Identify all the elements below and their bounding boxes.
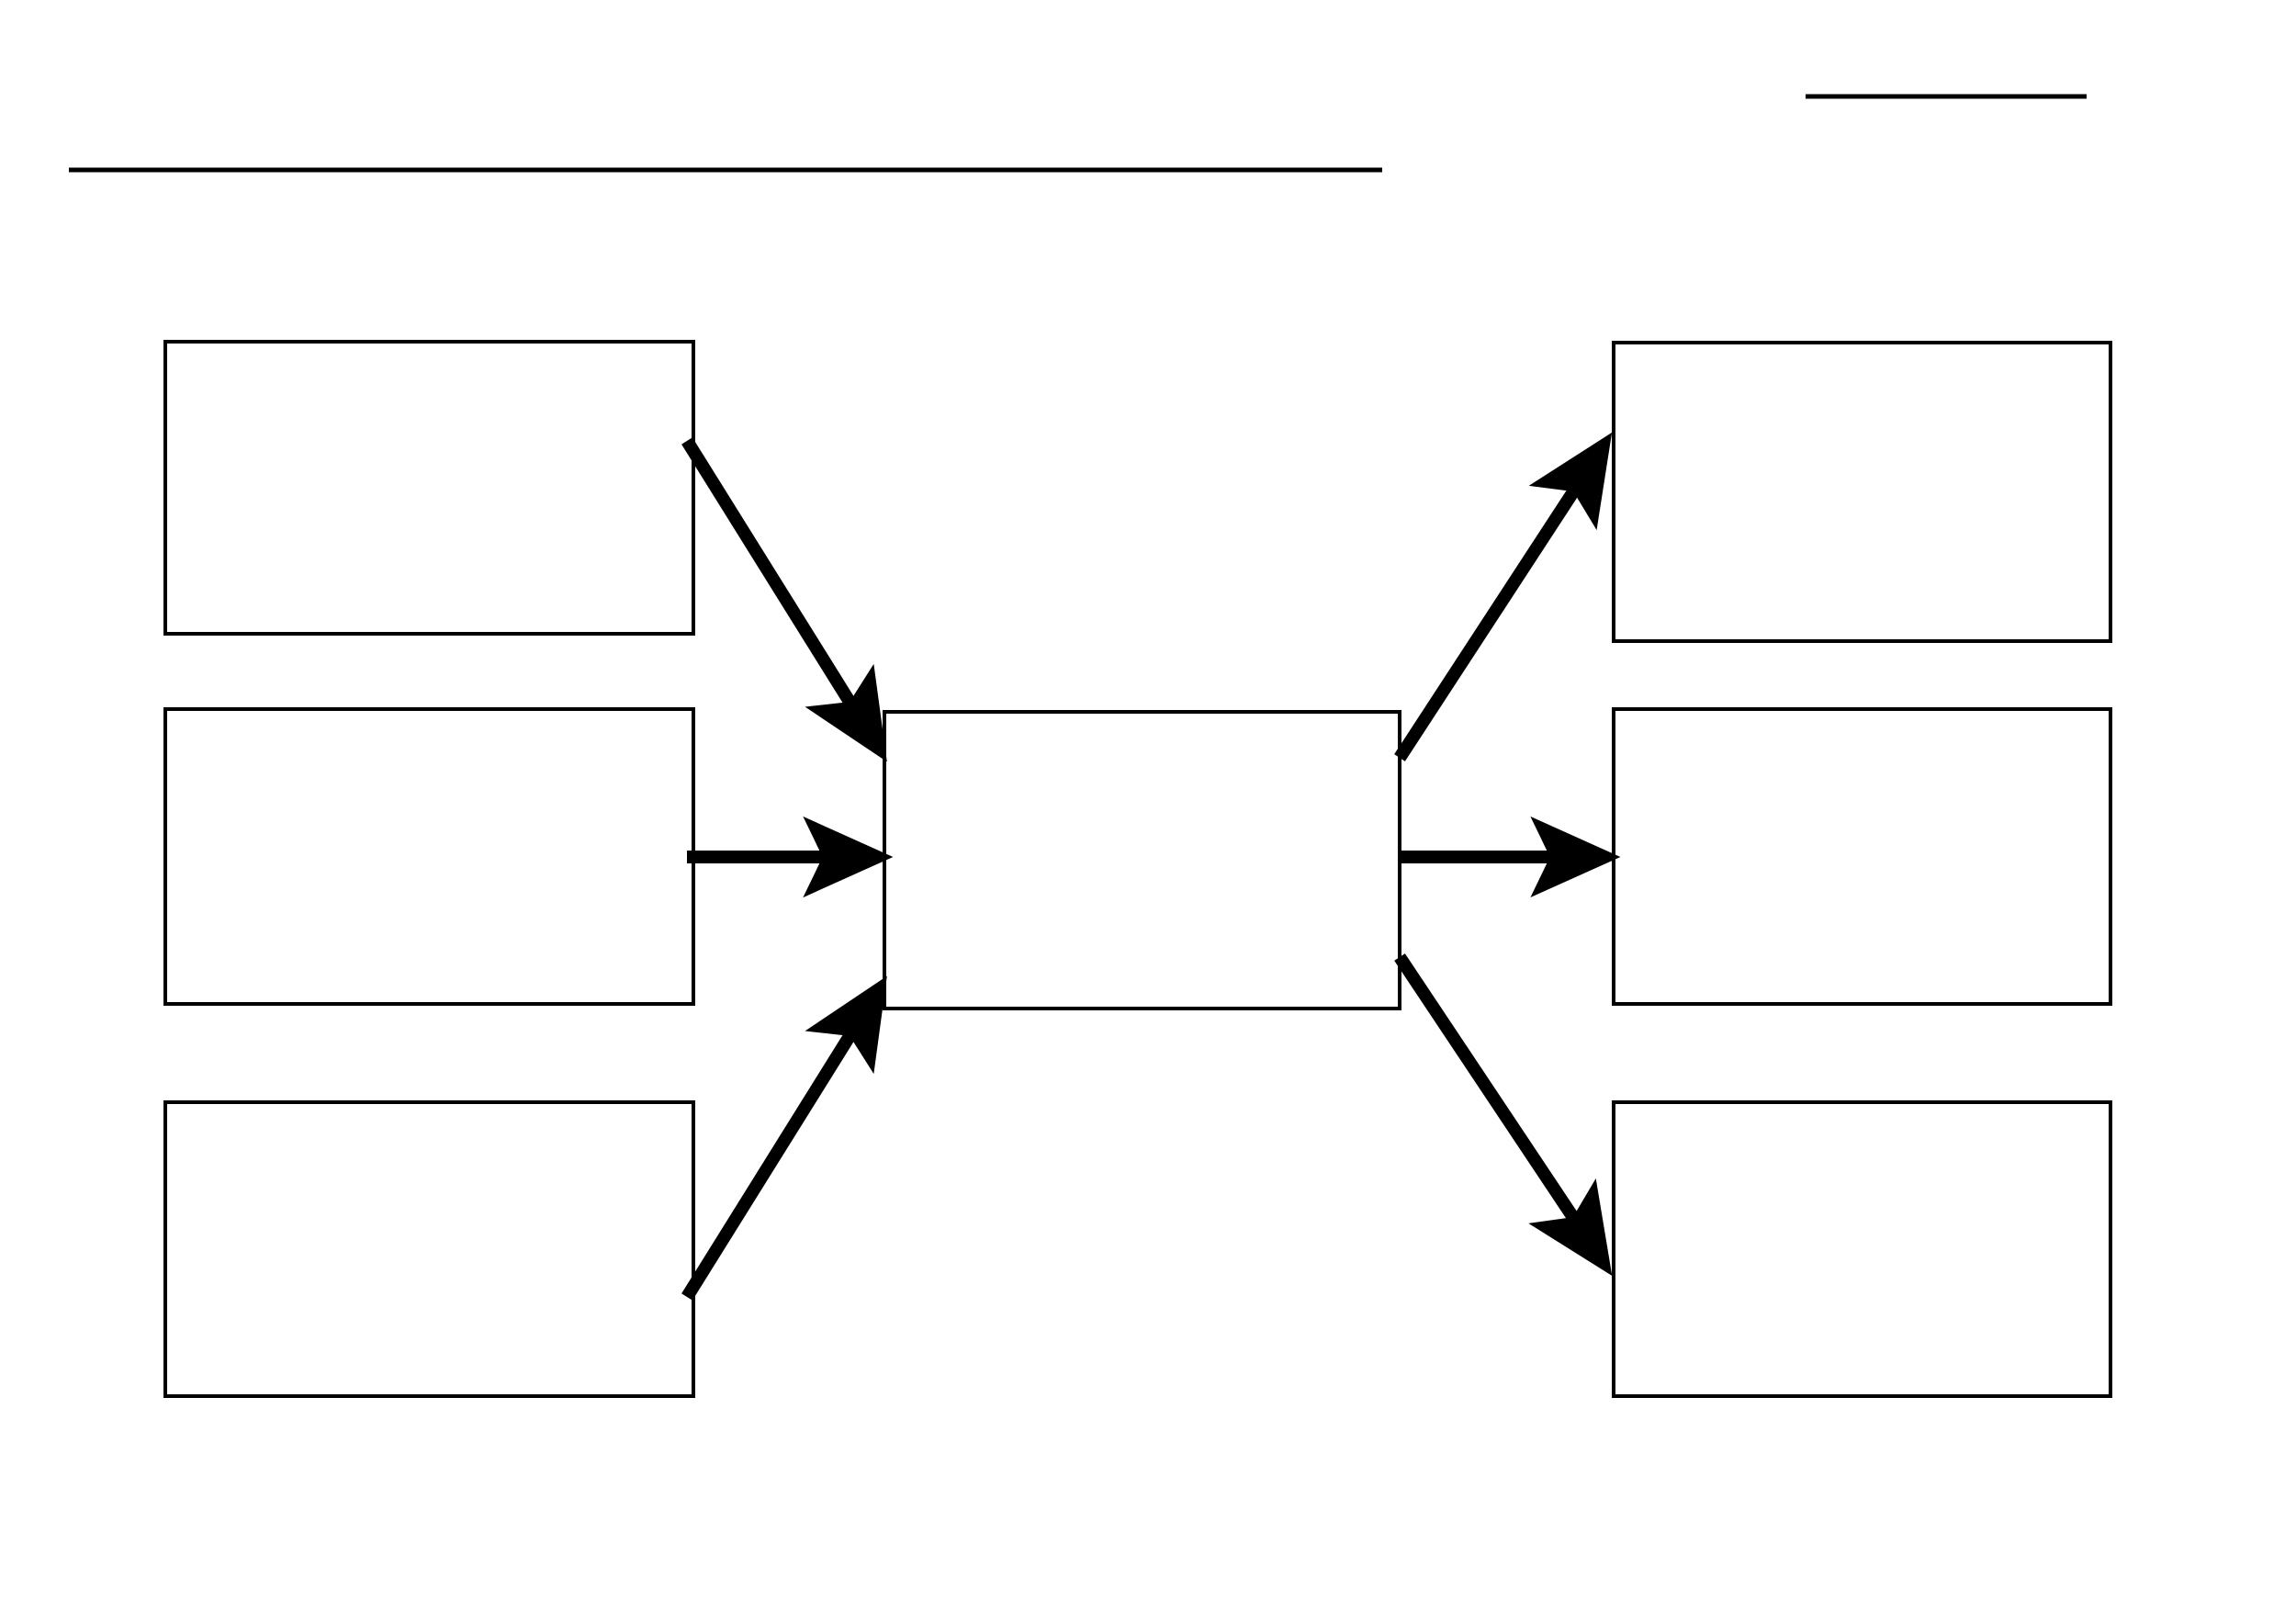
input-box-top-left[interactable] [163, 340, 695, 636]
arrow-process-to-output3 [1394, 953, 1613, 1276]
output-box-middle-right[interactable] [1612, 707, 2112, 1006]
output-box-bottom-right[interactable] [1612, 1100, 2112, 1398]
output-box-top-right[interactable] [1612, 341, 2112, 643]
arrow-input1-to-process [681, 437, 887, 762]
process-box-center[interactable] [883, 710, 1401, 1010]
arrow-input3-to-process [681, 975, 887, 1301]
arrow-process-to-output1 [1394, 432, 1613, 761]
input-box-middle-left[interactable] [163, 707, 695, 1006]
input-box-bottom-left[interactable] [163, 1100, 695, 1398]
